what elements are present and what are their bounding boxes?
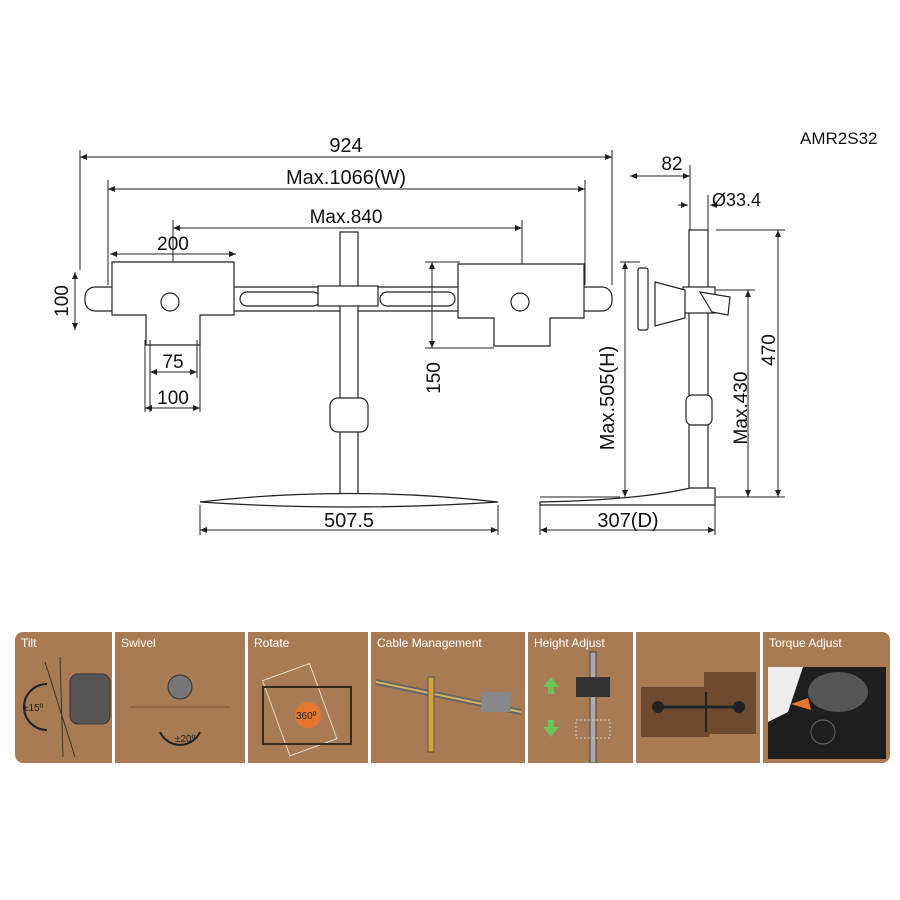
dim-pole-diameter: Ø33.4 xyxy=(712,190,761,210)
dim-overall-width: 924 xyxy=(329,135,362,157)
dim-vesa-100-vertical: 100 xyxy=(52,285,73,317)
dim-vesa-100: 100 xyxy=(157,388,189,409)
arrow-up-icon xyxy=(543,677,559,694)
dim-max-height: Max.505(H) xyxy=(597,346,619,450)
side-view: 82 Ø33.4 470 Max.430 Max.505(H) 307(D) xyxy=(539,154,785,535)
base xyxy=(199,492,499,508)
pole xyxy=(339,231,359,498)
technical-drawing: AMR2S32 924 Max.1066(W) Max.840 200 100 xyxy=(52,129,877,535)
feature-top-view xyxy=(636,632,760,763)
feature-label: Cable Management xyxy=(377,636,482,650)
feature-cable-management: Cable Management xyxy=(371,632,525,763)
dim-base-depth: 307(D) xyxy=(597,510,658,532)
rotate-badge: 360º xyxy=(296,711,317,722)
feature-label: Swivel xyxy=(121,636,156,650)
feature-label: Height Adjust xyxy=(534,636,605,650)
feature-label: Rotate xyxy=(254,636,290,650)
dim-vesa-200: 200 xyxy=(157,234,189,255)
dim-pole-height: 470 xyxy=(759,334,780,366)
feature-tilt: Tilt ±15º xyxy=(15,632,112,763)
orange-arrow-icon xyxy=(791,698,811,710)
dim-arm-offset: 82 xyxy=(661,154,682,175)
dim-max-mount-height: Max.430 xyxy=(731,372,752,445)
dim-max-center: Max.840 xyxy=(310,207,383,228)
feature-height-adjust: Height Adjust xyxy=(528,632,633,763)
dim-max-width: Max.1066(W) xyxy=(286,167,406,189)
dim-150: 150 xyxy=(424,362,445,394)
feature-rotate: Rotate 360º xyxy=(248,632,368,763)
feature-label: Torque Adjust xyxy=(769,636,842,650)
swivel-badge: ±20º xyxy=(175,734,196,745)
feature-label: Tilt xyxy=(21,636,37,650)
feature-torque-adjust: Torque Adjust xyxy=(763,632,890,763)
monitor-plate-side xyxy=(637,267,649,331)
dim-vesa-75: 75 xyxy=(162,352,183,373)
model-number: AMR2S32 xyxy=(800,129,877,148)
tilt-badge: ±15º xyxy=(23,703,44,714)
feature-swivel: Swivel ±20º xyxy=(115,632,245,763)
front-view: 924 Max.1066(W) Max.840 200 100 75 100 xyxy=(52,135,613,535)
feature-strip: Tilt ±15º Swivel ±20º Rotate 360º Cable … xyxy=(12,629,892,766)
arrow-down-icon xyxy=(543,720,559,737)
dim-base-width: 507.5 xyxy=(324,510,374,532)
